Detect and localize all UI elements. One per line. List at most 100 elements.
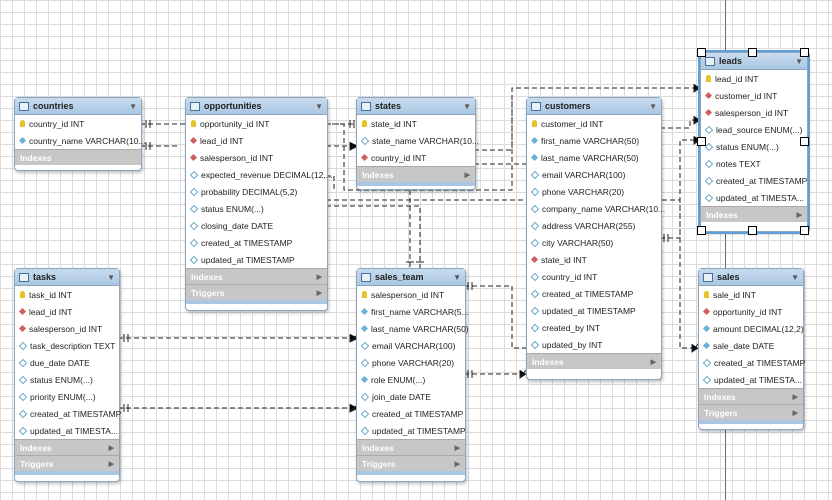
column-row[interactable]: last_name VARCHAR(50) [357, 320, 469, 337]
table-sales[interactable]: sales▼ sale_id INT opportunity_id INT am… [698, 268, 805, 430]
table-header[interactable]: states▼ [357, 98, 475, 115]
triggers-section[interactable]: Triggers▶ [699, 404, 803, 420]
table-opportunities[interactable]: opportunities▼ opportunity_id INT lead_i… [185, 97, 333, 311]
resize-handle[interactable] [800, 226, 809, 235]
column-row[interactable]: first_name VARCHAR(5... [357, 303, 469, 320]
collapse-triangle-icon[interactable]: ▼ [315, 101, 323, 111]
table-tasks[interactable]: tasks▼ task_id INT lead_id INT salespers… [14, 268, 121, 482]
column-row[interactable]: country_name VARCHAR(10... [15, 132, 146, 149]
column-row[interactable]: created_at TIMESTAMP [527, 285, 661, 302]
column-row[interactable]: notes TEXT [701, 155, 807, 172]
indexes-section[interactable]: Indexes▶ [527, 353, 661, 369]
column-row[interactable]: status ENUM(...) [701, 138, 807, 155]
resize-handle[interactable] [697, 137, 706, 146]
table-header[interactable]: sales_team▼ [357, 269, 465, 286]
column-row[interactable]: sale_id INT [699, 286, 803, 303]
resize-handle[interactable] [748, 226, 757, 235]
column-row[interactable]: city VARCHAR(50) [527, 234, 661, 251]
indexes-section[interactable]: Indexes▶ [357, 439, 465, 455]
column-row[interactable]: email VARCHAR(100) [357, 337, 465, 354]
table-sales-team[interactable]: sales_team▼ salesperson_id INT first_nam… [356, 268, 469, 482]
table-header[interactable]: tasks▼ [15, 269, 119, 286]
indexes-section[interactable]: Indexes▶ [15, 439, 119, 455]
column-row[interactable]: updated_at TIMESTA... [15, 422, 119, 439]
column-row[interactable]: created_at TIMESTAMP [701, 172, 807, 189]
column-row[interactable]: status ENUM(...) [15, 371, 119, 388]
table-states[interactable]: states▼ state_id INT state_name VARCHAR(… [356, 97, 479, 190]
indexes-section[interactable]: Indexes▶ [186, 268, 327, 284]
expand-arrow-icon[interactable]: ▶ [454, 460, 460, 468]
column-row[interactable]: phone VARCHAR(20) [357, 354, 465, 371]
column-row[interactable]: email VARCHAR(100) [527, 166, 661, 183]
column-row[interactable]: status ENUM(...) [186, 200, 327, 217]
column-row[interactable]: state_id INT [357, 115, 475, 132]
expand-arrow-icon[interactable]: ▶ [108, 444, 114, 452]
column-row[interactable]: task_id INT [15, 286, 119, 303]
column-row[interactable]: country_id INT [357, 149, 475, 166]
column-row[interactable]: lead_source ENUM(...) [701, 121, 807, 138]
table-header[interactable]: customers▼ [527, 98, 661, 115]
collapse-triangle-icon[interactable]: ▼ [649, 101, 657, 111]
column-row[interactable]: updated_at TIMESTA... [699, 371, 803, 388]
collapse-triangle-icon[interactable]: ▼ [129, 101, 137, 111]
expand-arrow-icon[interactable]: ▶ [792, 409, 798, 417]
column-row[interactable]: customer_id INT [701, 87, 807, 104]
column-row[interactable]: address VARCHAR(255) [527, 217, 661, 234]
column-row[interactable]: updated_by INT [527, 336, 661, 353]
column-row[interactable]: state_name VARCHAR(10... [357, 132, 479, 149]
column-row[interactable]: join_date DATE [357, 388, 465, 405]
column-row[interactable]: salesperson_id INT [701, 104, 807, 121]
column-row[interactable]: updated_at TIMESTAMP [357, 422, 466, 439]
column-row[interactable]: created_at TIMESTAMP [186, 234, 327, 251]
indexes-section[interactable]: Indexes▶ [357, 166, 475, 182]
triggers-section[interactable]: Triggers▶ [186, 284, 327, 300]
expand-arrow-icon[interactable]: ▶ [796, 211, 802, 219]
column-row[interactable]: lead_id INT [701, 70, 807, 87]
expand-arrow-icon[interactable]: ▶ [316, 289, 322, 297]
column-row[interactable]: salesperson_id INT [15, 320, 119, 337]
indexes-section[interactable]: Indexes▶ [701, 206, 807, 222]
collapse-triangle-icon[interactable]: ▼ [795, 56, 803, 66]
triggers-section[interactable]: Triggers▶ [15, 455, 119, 471]
resize-handle[interactable] [800, 137, 809, 146]
column-row[interactable]: amount DECIMAL(12,2) [699, 320, 804, 337]
resize-handle[interactable] [748, 48, 757, 57]
column-row[interactable]: updated_at TIMESTAMP [186, 251, 327, 268]
column-row[interactable]: state_id INT [527, 251, 661, 268]
resize-handle[interactable] [800, 48, 809, 57]
column-row[interactable]: salesperson_id INT [357, 286, 465, 303]
column-row[interactable]: created_at TIMESTAMP [699, 354, 805, 371]
column-row[interactable]: priority ENUM(...) [15, 388, 119, 405]
column-row[interactable]: country_id INT [527, 268, 661, 285]
table-customers[interactable]: customers▼ customer_id INT first_name VA… [526, 97, 665, 380]
column-row[interactable]: salesperson_id INT [186, 149, 327, 166]
column-row[interactable]: sale_date DATE [699, 337, 803, 354]
table-countries[interactable]: countries▼ country_id INT country_name V… [14, 97, 146, 171]
table-leads[interactable]: leads▼ lead_id INT customer_id INT sales… [698, 50, 810, 234]
column-row[interactable]: closing_date DATE [186, 217, 327, 234]
column-row[interactable]: customer_id INT [527, 115, 661, 132]
column-row[interactable]: due_date DATE [15, 354, 119, 371]
indexes-section[interactable]: Indexes [15, 149, 141, 165]
column-row[interactable]: first_name VARCHAR(50) [527, 132, 661, 149]
column-row[interactable]: created_at TIMESTAMP [357, 405, 465, 422]
column-row[interactable]: lead_id INT [186, 132, 327, 149]
column-row[interactable]: country_id INT [15, 115, 141, 132]
column-row[interactable]: task_description TEXT [15, 337, 119, 354]
column-row[interactable]: updated_at TIMESTA... [701, 189, 807, 206]
expand-arrow-icon[interactable]: ▶ [650, 358, 656, 366]
column-row[interactable]: expected_revenue DECIMAL(12,... [186, 166, 333, 183]
expand-arrow-icon[interactable]: ▶ [454, 444, 460, 452]
column-row[interactable]: opportunity_id INT [186, 115, 327, 132]
column-row[interactable]: lead_id INT [15, 303, 119, 320]
column-row[interactable]: created_by INT [527, 319, 661, 336]
table-header[interactable]: leads▼ [701, 53, 807, 70]
resize-handle[interactable] [697, 226, 706, 235]
expand-arrow-icon[interactable]: ▶ [108, 460, 114, 468]
column-row[interactable]: probability DECIMAL(5,2) [186, 183, 327, 200]
table-header[interactable]: countries▼ [15, 98, 141, 115]
expand-arrow-icon[interactable]: ▶ [792, 393, 798, 401]
resize-handle[interactable] [697, 48, 706, 57]
column-row[interactable]: last_name VARCHAR(50) [527, 149, 661, 166]
column-row[interactable]: created_at TIMESTAMP [15, 405, 121, 422]
